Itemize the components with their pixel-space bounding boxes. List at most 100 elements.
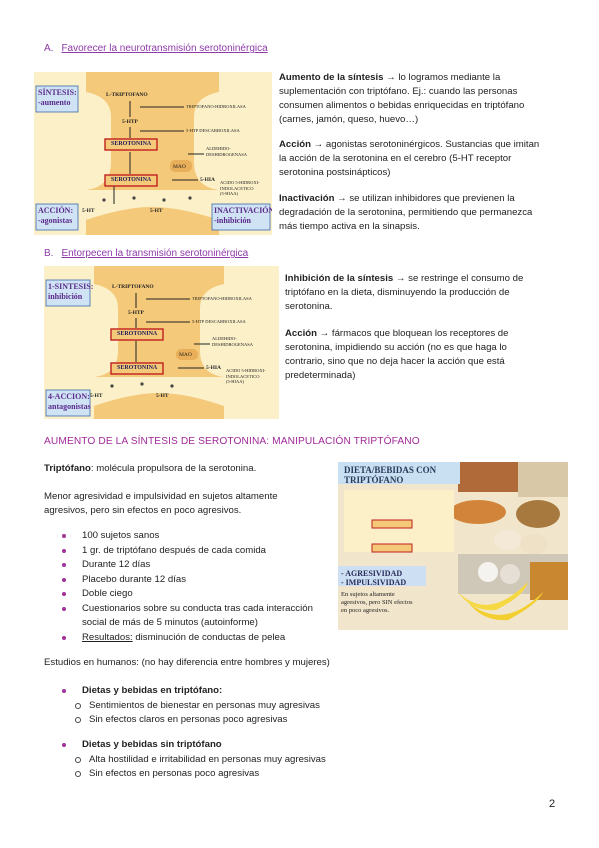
term-inactivacion: Inactivación [279,193,335,204]
pathway-5hia: 5-HIA [206,365,221,371]
list-item-text: Doble ciego [82,588,133,599]
inactivacion-label: INACTIVACIÓN: -inhibición [214,206,272,226]
aldehido-line2: DESHIDROGENASA [206,152,248,157]
estudios-heading: Estudios en humanos: (no hay diferencia … [44,657,330,668]
acido-line1: ACIDO 5-HIDROXI- [226,368,266,373]
accion-title: ACCIÓN: [38,206,74,215]
food-image-effects: - AGRESIVIDAD - IMPULSIVIDAD [341,569,406,587]
list-item: Doble ciego [44,587,344,602]
bullet-icon [62,743,66,747]
bullet-icon [62,592,66,596]
list-item: Dietas y bebidas sin triptófano [44,738,444,753]
list-item: Cuestionarios sobre su conducta tras cad… [44,602,344,631]
caption-line2: agresivos, pero SIN efectos [341,599,413,606]
list-item-text: 100 sujetos sanos [82,530,160,541]
pathway-5hia: 5-HIA [200,177,215,183]
acido-line2: INDOLACETICO [226,373,260,379]
term-accion: Acción [279,139,311,150]
acido-line3: (5-HIAA) [220,191,238,196]
paragraph-aumento: Aumento de la síntesis → lo logramos med… [279,71,549,127]
diagram-entorpecen: 1-SINTESIS: inhibición 4-ACCION: antagon… [44,266,279,419]
bullet-icon [62,635,66,640]
pathway-acido: ACIDO 5-HIDROXI- INDOLACETICO (5-HIAA) [226,368,266,385]
term-triptofano: Triptófano [44,463,91,474]
paragraph-accion-b: Acción → fármacos que bloquean los recep… [285,327,547,383]
list-item: Resultados: disminución de conductas de … [44,631,344,646]
pathway-5ht-left: 5-HT [82,208,95,214]
text-accion: → agonistas serotoninérgicos. Sustancias… [279,139,540,178]
list-item: Dietas y bebidas en triptófano: [44,684,444,699]
pathway-aldehido: ALDEHIDO- DESHIDROGENASA [206,146,247,158]
food-image-caption: En sujetos altamente agresivos, pero SIN… [341,591,412,615]
menor-line1: Menor agresividad e impulsividad en suje… [44,491,278,502]
accion-sub: -agonistas [38,216,73,225]
paragraph-accion: Acción → agonistas serotoninérgicos. Sus… [279,138,549,180]
effect-agresividad: - AGRESIVIDAD [341,569,403,578]
food-title-line1: DIETA/BEBIDAS CON [344,465,437,475]
accion-sub: antagonistas [48,402,91,411]
food-image: DIETA/BEBIDAS CON TRIPTÓFANO - AGRESIVID… [338,462,568,630]
pathway-mao: MAO [179,352,192,358]
circle-bullet-icon [75,756,81,763]
circle-bullet-icon [75,770,81,777]
accion-title: 4-ACCION: [48,392,90,401]
list-item-text: Placebo durante 12 días [82,573,187,585]
study-bullet-list: 100 sujetos sanos 1 gr. de triptófano de… [44,529,344,645]
text-triptofano: : molécula propulsora de la serotonina. [90,463,257,474]
list-item: Placebo durante 12 días [44,573,344,588]
text-accion: → fármacos que bloquean los receptores d… [285,328,509,381]
list-item-text: Sentimientos de bienestar en personas mu… [89,699,320,711]
pathway-hidroxilasa: TRIPTOFANO-HIDROXILASA [192,296,252,301]
sintesis-title: SÍNTESIS: [38,88,77,97]
circle-bullet-icon [75,716,81,723]
list-item-text: Sin efectos en personas poco agresivas [89,767,260,779]
dietas-sin-label: Dietas y bebidas sin triptófano [82,739,222,750]
list-item-text: Cuestionarios sobre su conducta tras cad… [82,602,313,614]
list-item: 1 gr. de triptófano después de cada comi… [44,544,344,559]
aldehido-line1: ALDEHIDO- [206,146,231,151]
list-item: Sentimientos de bienestar en personas mu… [44,699,444,713]
pathway-5ht-left: 5-HT [90,393,103,399]
food-title-line2: TRIPTÓFANO [344,475,404,485]
aldehido-line1: ALDEHIDO- [212,336,237,341]
inactivacion-title: INACTIVACIÓN: [214,206,272,215]
pathway-descarboxilasa: 5-HTP DESCARBOXILASA [192,319,246,324]
term-inhibicion: Inhibición de la síntesis [285,273,394,284]
paragraph-inactivacion: Inactivación → se utilizan inhibidores q… [279,192,549,234]
bullet-icon [62,689,66,693]
pathway-serotonina-2: SEROTONINA [117,365,158,371]
bullet-icon [62,563,66,567]
list-item: Alta hostilidad e irritabilidad en perso… [44,753,444,767]
text-inactivacion: → se utilizan inhibidores que previenen … [279,193,533,232]
aldehido-line2: DESHIDROGENASA [212,342,254,347]
list-item: 100 sujetos sanos [44,529,344,544]
paragraph-menor: Menor agresividad e impulsividad en suje… [44,490,334,518]
term-aumento: Aumento de la síntesis [279,72,384,83]
list-item-text-cont: social de más de 5 minutos (autoinforme) [82,617,258,628]
pathway-aldehido: ALDEHIDO- DESHIDROGENASA [212,336,253,348]
accion-label: ACCIÓN: -agonistas [38,206,73,226]
dietas-con-block: Dietas y bebidas en triptófano: Sentimie… [44,684,444,727]
term-accion: Acción [285,328,317,339]
bullet-icon [62,534,66,538]
sintesis-label: SÍNTESIS: -aumento [38,88,77,108]
page-number: 2 [549,798,556,810]
pathway-mao: MAO [173,164,186,170]
pathway-5ht-right: 5-HT [150,208,163,214]
section-b-heading: B.Entorpecen la transmisión serotoninérg… [44,248,248,259]
acido-line3: (5-HIAA) [226,379,244,384]
text-aumento: → lo logramos mediante la suplementación… [279,72,525,125]
definition-triptofano: Triptófano: molécula propulsora de la se… [44,462,256,476]
pathway-hidroxilasa: TRIPTOFANO-HIDROXILASA [186,104,246,109]
effect-impulsividad: - IMPULSIVIDAD [341,578,407,587]
section-letter: A. [44,43,54,54]
list-item-text: Sin efectos claros en personas poco agre… [89,713,288,725]
list-item: Sin efectos en personas poco agresivas [44,767,444,781]
caption-line1: En sujetos altamente [341,591,395,598]
section-title: Entorpecen la transmisión serotoninérgic… [61,248,249,259]
sintesis-title: 1-SINTESIS: [48,282,94,291]
dietas-con-label: Dietas y bebidas en triptófano: [82,685,223,696]
pathway-serotonina-2: SEROTONINA [111,177,152,183]
dietas-sin-list: Dietas y bebidas sin triptófano [44,738,444,753]
text-inhibicion: → se restringe el consumo de triptófano … [285,273,524,312]
